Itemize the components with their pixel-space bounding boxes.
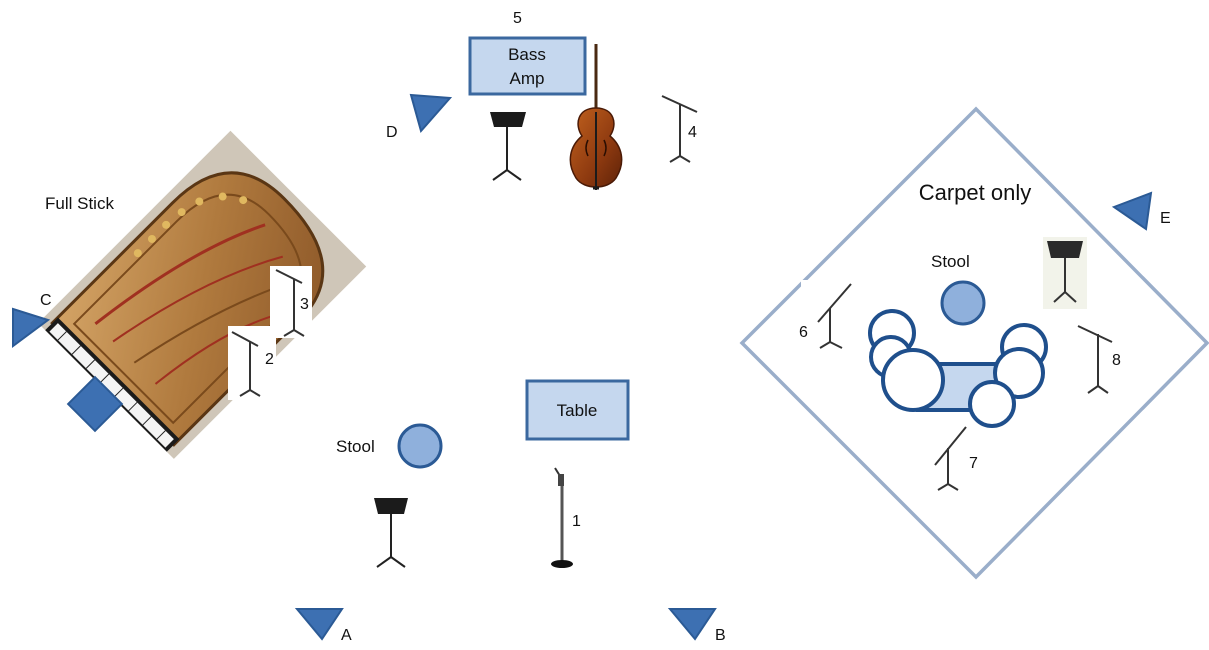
monitor-d-label: D <box>386 124 398 141</box>
boom-mic-stand-icon <box>817 283 852 349</box>
drum-kit-icon <box>868 309 1048 428</box>
bass-amp-label-line2: Amp <box>510 69 545 88</box>
piano-monitor-diamond <box>66 375 124 433</box>
music-stand-icon <box>374 498 408 568</box>
carpet-riser <box>739 106 1209 580</box>
stool-right-label: Stool <box>931 252 970 271</box>
channel-7-label: 7 <box>969 455 978 472</box>
monitor-wedge-icon <box>294 608 344 641</box>
double-bass-icon <box>569 44 623 190</box>
table-box <box>525 379 630 441</box>
boom-mic-stand-icon <box>275 269 305 337</box>
channel-8-label: 8 <box>1112 352 1121 369</box>
stool-left <box>397 423 443 469</box>
channel-4-label: 4 <box>688 124 697 141</box>
mic-2-backing <box>228 326 276 400</box>
boom-mic-stand-icon <box>231 331 261 397</box>
bass-amp-label-line1: Bass <box>508 45 546 64</box>
carpet-only-label: Carpet only <box>919 180 1032 205</box>
channel-5-label: 5 <box>513 10 522 27</box>
mic-6-backing <box>801 280 851 352</box>
boom-mic-stand-icon <box>934 426 967 491</box>
stool-left-label: Stool <box>336 437 375 456</box>
monitor-b-label: B <box>715 627 726 644</box>
table-label: Table <box>557 401 598 420</box>
full-stick-label: Full Stick <box>45 194 114 213</box>
monitor-a-label: A <box>341 627 352 644</box>
music-stand-icon <box>490 112 526 181</box>
monitor-wedge-icon <box>409 93 453 134</box>
monitor-wedge-icon <box>12 307 51 348</box>
channel-6-label: 6 <box>799 324 808 341</box>
bass-amp-box <box>468 36 587 96</box>
music-stand-icon <box>1047 241 1083 303</box>
monitor-wedge-icon <box>667 608 717 641</box>
stool-right <box>940 280 986 326</box>
monitor-wedge-icon <box>1111 191 1153 231</box>
channel-1-label: 1 <box>572 513 581 530</box>
mic-stand-icon <box>551 467 573 568</box>
monitor-e-label: E <box>1160 210 1171 227</box>
boom-mic-stand-icon <box>661 95 698 163</box>
grand-piano-icon <box>38 130 367 459</box>
boom-mic-stand-icon <box>1077 325 1113 394</box>
monitor-c-label: C <box>40 292 52 309</box>
channel-2-label: 2 <box>265 351 274 368</box>
channel-3-label: 3 <box>300 296 309 313</box>
